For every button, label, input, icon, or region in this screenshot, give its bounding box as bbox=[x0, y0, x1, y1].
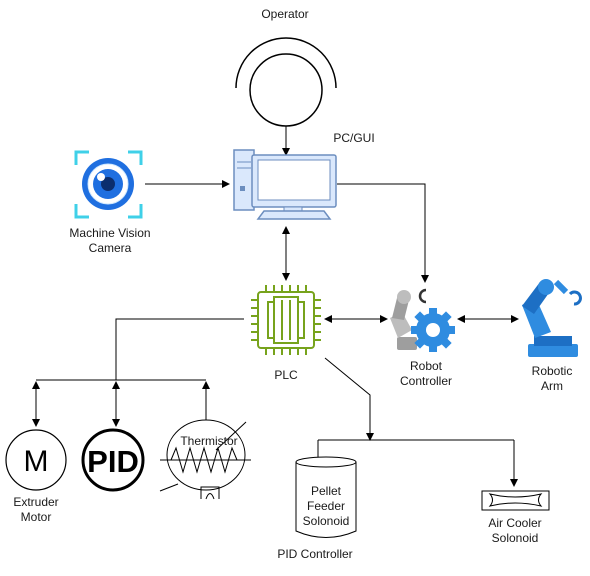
robot-controller-label-line2: Controller bbox=[399, 374, 453, 388]
air-cooler-solenoid-icon[interactable] bbox=[481, 490, 550, 511]
robotic-arm-icon[interactable] bbox=[522, 279, 582, 357]
pellet-feeder-solenoid-icon[interactable] bbox=[295, 456, 357, 538]
pc-gui-icon[interactable] bbox=[233, 149, 337, 220]
pid-controller-label: PID Controller bbox=[277, 547, 353, 561]
pellet-feeder-label-line1: Pellet bbox=[310, 484, 342, 498]
thermistor-icon[interactable] bbox=[159, 419, 251, 500]
robotic-arm-label-line1: Robotic bbox=[531, 364, 573, 378]
camera-label: Machine Vision Camera bbox=[55, 226, 165, 256]
extruder-motor-icon[interactable]: M bbox=[5, 429, 67, 491]
air-cooler-label: Air Cooler Solonoid bbox=[474, 516, 556, 546]
edge-plc-solenoid-bus bbox=[324, 357, 374, 441]
pid-symbol: PID bbox=[87, 444, 139, 479]
air-cooler-label-line1: Air Cooler bbox=[488, 516, 542, 530]
robot-controller-label: Robot Controller bbox=[389, 359, 463, 389]
camera-label-line2: Camera bbox=[88, 241, 132, 255]
extruder-motor-label-line2: Motor bbox=[20, 510, 52, 524]
camera-icon[interactable] bbox=[74, 150, 143, 219]
pid-icon[interactable]: PID bbox=[81, 428, 145, 492]
pc-gui-label: PC/GUI bbox=[333, 131, 375, 145]
pellet-feeder-label-line2: Feeder bbox=[306, 499, 346, 513]
edge-plc-field-bus bbox=[115, 318, 244, 380]
plc-label: PLC bbox=[274, 368, 298, 382]
edge-pc-robot-controller bbox=[337, 183, 429, 283]
extruder-motor-label-line1: Extruder bbox=[13, 495, 59, 509]
motor-symbol: M bbox=[24, 445, 49, 478]
robotic-arm-label: Robotic Arm bbox=[522, 364, 582, 394]
operator-icon[interactable] bbox=[235, 37, 337, 127]
pellet-feeder-label: Pellet Feeder Solonoid bbox=[291, 484, 361, 529]
plc-icon[interactable] bbox=[251, 285, 321, 355]
thermistor-label: Thermistor bbox=[180, 434, 238, 448]
robotic-arm-label-line2: Arm bbox=[541, 379, 563, 393]
robot-controller-label-line1: Robot bbox=[409, 359, 443, 373]
extruder-motor-label: Extruder Motor bbox=[1, 495, 71, 525]
camera-label-line1: Machine Vision bbox=[69, 226, 151, 240]
air-cooler-label-line2: Solonoid bbox=[491, 531, 539, 545]
pellet-feeder-label-line3: Solonoid bbox=[302, 514, 350, 528]
robot-controller-icon[interactable] bbox=[390, 288, 455, 352]
operator-label: Operator bbox=[261, 7, 309, 21]
